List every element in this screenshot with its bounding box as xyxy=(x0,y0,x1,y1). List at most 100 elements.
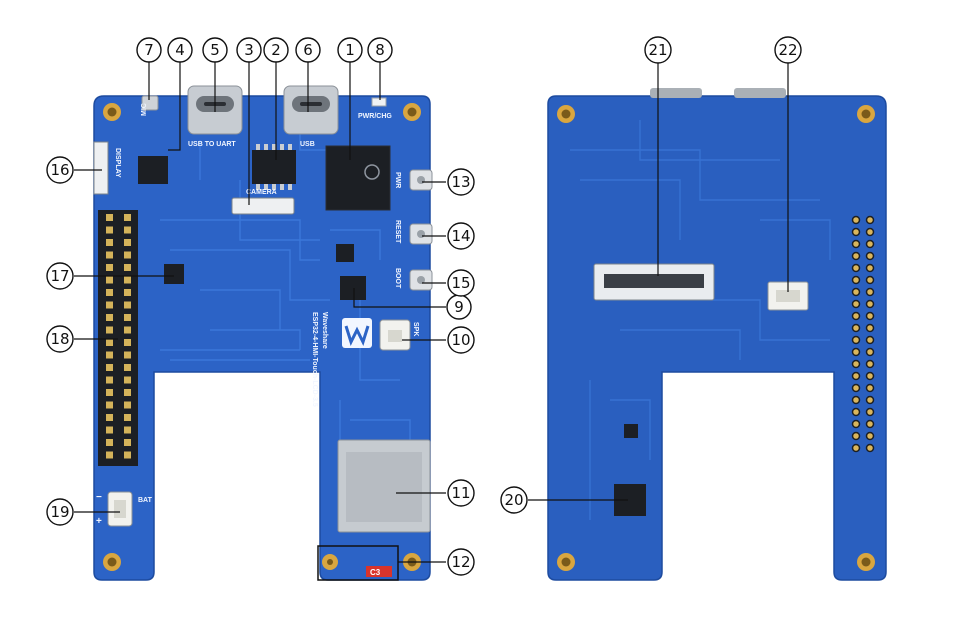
header-pin xyxy=(124,251,131,259)
silk-minus: − xyxy=(96,492,102,503)
pwr-button xyxy=(409,169,433,191)
espressif-logo xyxy=(364,164,380,180)
silk-c3: C3 xyxy=(370,568,381,577)
callout-marker: 21 xyxy=(644,36,672,64)
callout-marker: 8 xyxy=(367,37,393,63)
silk-spk: SPK xyxy=(412,322,419,336)
silk-usb: USB xyxy=(300,141,315,148)
header-through-hole xyxy=(851,335,861,345)
header-pin xyxy=(124,339,131,346)
header-through-hole xyxy=(851,311,861,321)
front-mount-holes xyxy=(103,103,421,571)
microphone xyxy=(141,95,159,111)
svg-text:5: 5 xyxy=(210,41,220,59)
header-through-hole xyxy=(865,227,875,237)
back-mount-holes xyxy=(557,105,875,571)
header-pin xyxy=(106,376,113,384)
callout-marker: 3 xyxy=(236,37,262,63)
callout-marker: 17 xyxy=(46,262,74,290)
silk-pwr: PWR xyxy=(394,172,401,188)
reset-button xyxy=(409,223,433,245)
callout-marker: 20 xyxy=(500,486,528,514)
gpio-header xyxy=(98,210,138,466)
callout-marker: 1 xyxy=(337,37,363,63)
header-through-hole xyxy=(851,359,861,369)
header-pin xyxy=(106,226,113,234)
header-pin xyxy=(106,364,113,371)
svg-text:6: 6 xyxy=(303,41,313,59)
header-pin xyxy=(106,276,113,284)
header-through-hole xyxy=(851,431,861,441)
header-through-hole xyxy=(851,419,861,429)
header-pin xyxy=(106,251,113,259)
silk-reset: RESET xyxy=(394,220,401,244)
callout-marker: 16 xyxy=(46,156,74,184)
header-pin xyxy=(124,289,131,296)
silk-mic: MIC xyxy=(141,103,148,116)
usb-c-port xyxy=(283,85,339,135)
usb-uart-chip xyxy=(252,150,296,184)
callout-marker: 6 xyxy=(295,37,321,63)
header-pin xyxy=(124,239,131,246)
header-pin xyxy=(106,451,113,459)
header-pin xyxy=(106,239,113,246)
header-through-hole xyxy=(865,287,875,297)
header-pin xyxy=(124,314,131,321)
header-through-hole xyxy=(865,383,875,393)
silk-plus: + xyxy=(96,516,102,527)
callout-marker: 13 xyxy=(447,168,475,196)
silk-usb-to-uart: USB TO UART xyxy=(188,141,236,148)
header-pin xyxy=(124,226,131,234)
header-pin xyxy=(106,389,113,396)
header-pin xyxy=(106,401,113,409)
header-through-hole xyxy=(851,275,861,285)
header-through-hole xyxy=(851,227,861,237)
header-pin xyxy=(124,264,131,271)
svg-text:19: 19 xyxy=(50,503,69,521)
svg-text:4: 4 xyxy=(175,41,185,59)
boot-button xyxy=(409,269,433,291)
header-pin xyxy=(106,339,113,346)
svg-text:8: 8 xyxy=(375,41,385,59)
svg-text:16: 16 xyxy=(50,161,69,179)
callout-marker: 2 xyxy=(263,37,289,63)
header-through-hole xyxy=(865,419,875,429)
callout-marker: 12 xyxy=(447,548,475,576)
callout-marker: 7 xyxy=(136,37,162,63)
header-through-hole xyxy=(865,395,875,405)
header-pin xyxy=(106,301,113,309)
header-through-hole xyxy=(851,323,861,333)
callout-lines xyxy=(74,62,789,563)
callout-marker: 19 xyxy=(46,498,74,526)
svg-text:1: 1 xyxy=(345,41,355,59)
svg-text:15: 15 xyxy=(451,274,470,292)
header-through-hole xyxy=(865,251,875,261)
header-pin xyxy=(106,414,113,421)
callout-marker: 10 xyxy=(447,326,475,354)
header-pin xyxy=(124,214,131,221)
header-through-hole xyxy=(851,347,861,357)
front-traces xyxy=(160,120,411,440)
header-through-hole xyxy=(851,383,861,393)
header-pin xyxy=(124,364,131,371)
header-through-hole xyxy=(851,299,861,309)
header-pin xyxy=(106,264,113,271)
header-through-hole xyxy=(865,263,875,273)
header-pin xyxy=(124,276,131,284)
svg-text:18: 18 xyxy=(50,330,69,348)
header-through-hole xyxy=(865,311,875,321)
callout-marker: 11 xyxy=(447,479,475,507)
header-through-hole xyxy=(851,263,861,273)
svg-text:20: 20 xyxy=(504,491,523,509)
svg-text:3: 3 xyxy=(244,41,254,59)
header-pin xyxy=(124,301,131,309)
header-through-hole xyxy=(865,371,875,381)
svg-text:12: 12 xyxy=(451,553,470,571)
silk-brand: Waveshare xyxy=(321,312,328,349)
callout-marker: 22 xyxy=(774,36,802,64)
esp32-chip xyxy=(325,145,391,211)
header-pin xyxy=(106,439,113,446)
svg-text:11: 11 xyxy=(451,484,470,502)
svg-text:21: 21 xyxy=(648,41,667,59)
camera-connector xyxy=(231,197,295,215)
